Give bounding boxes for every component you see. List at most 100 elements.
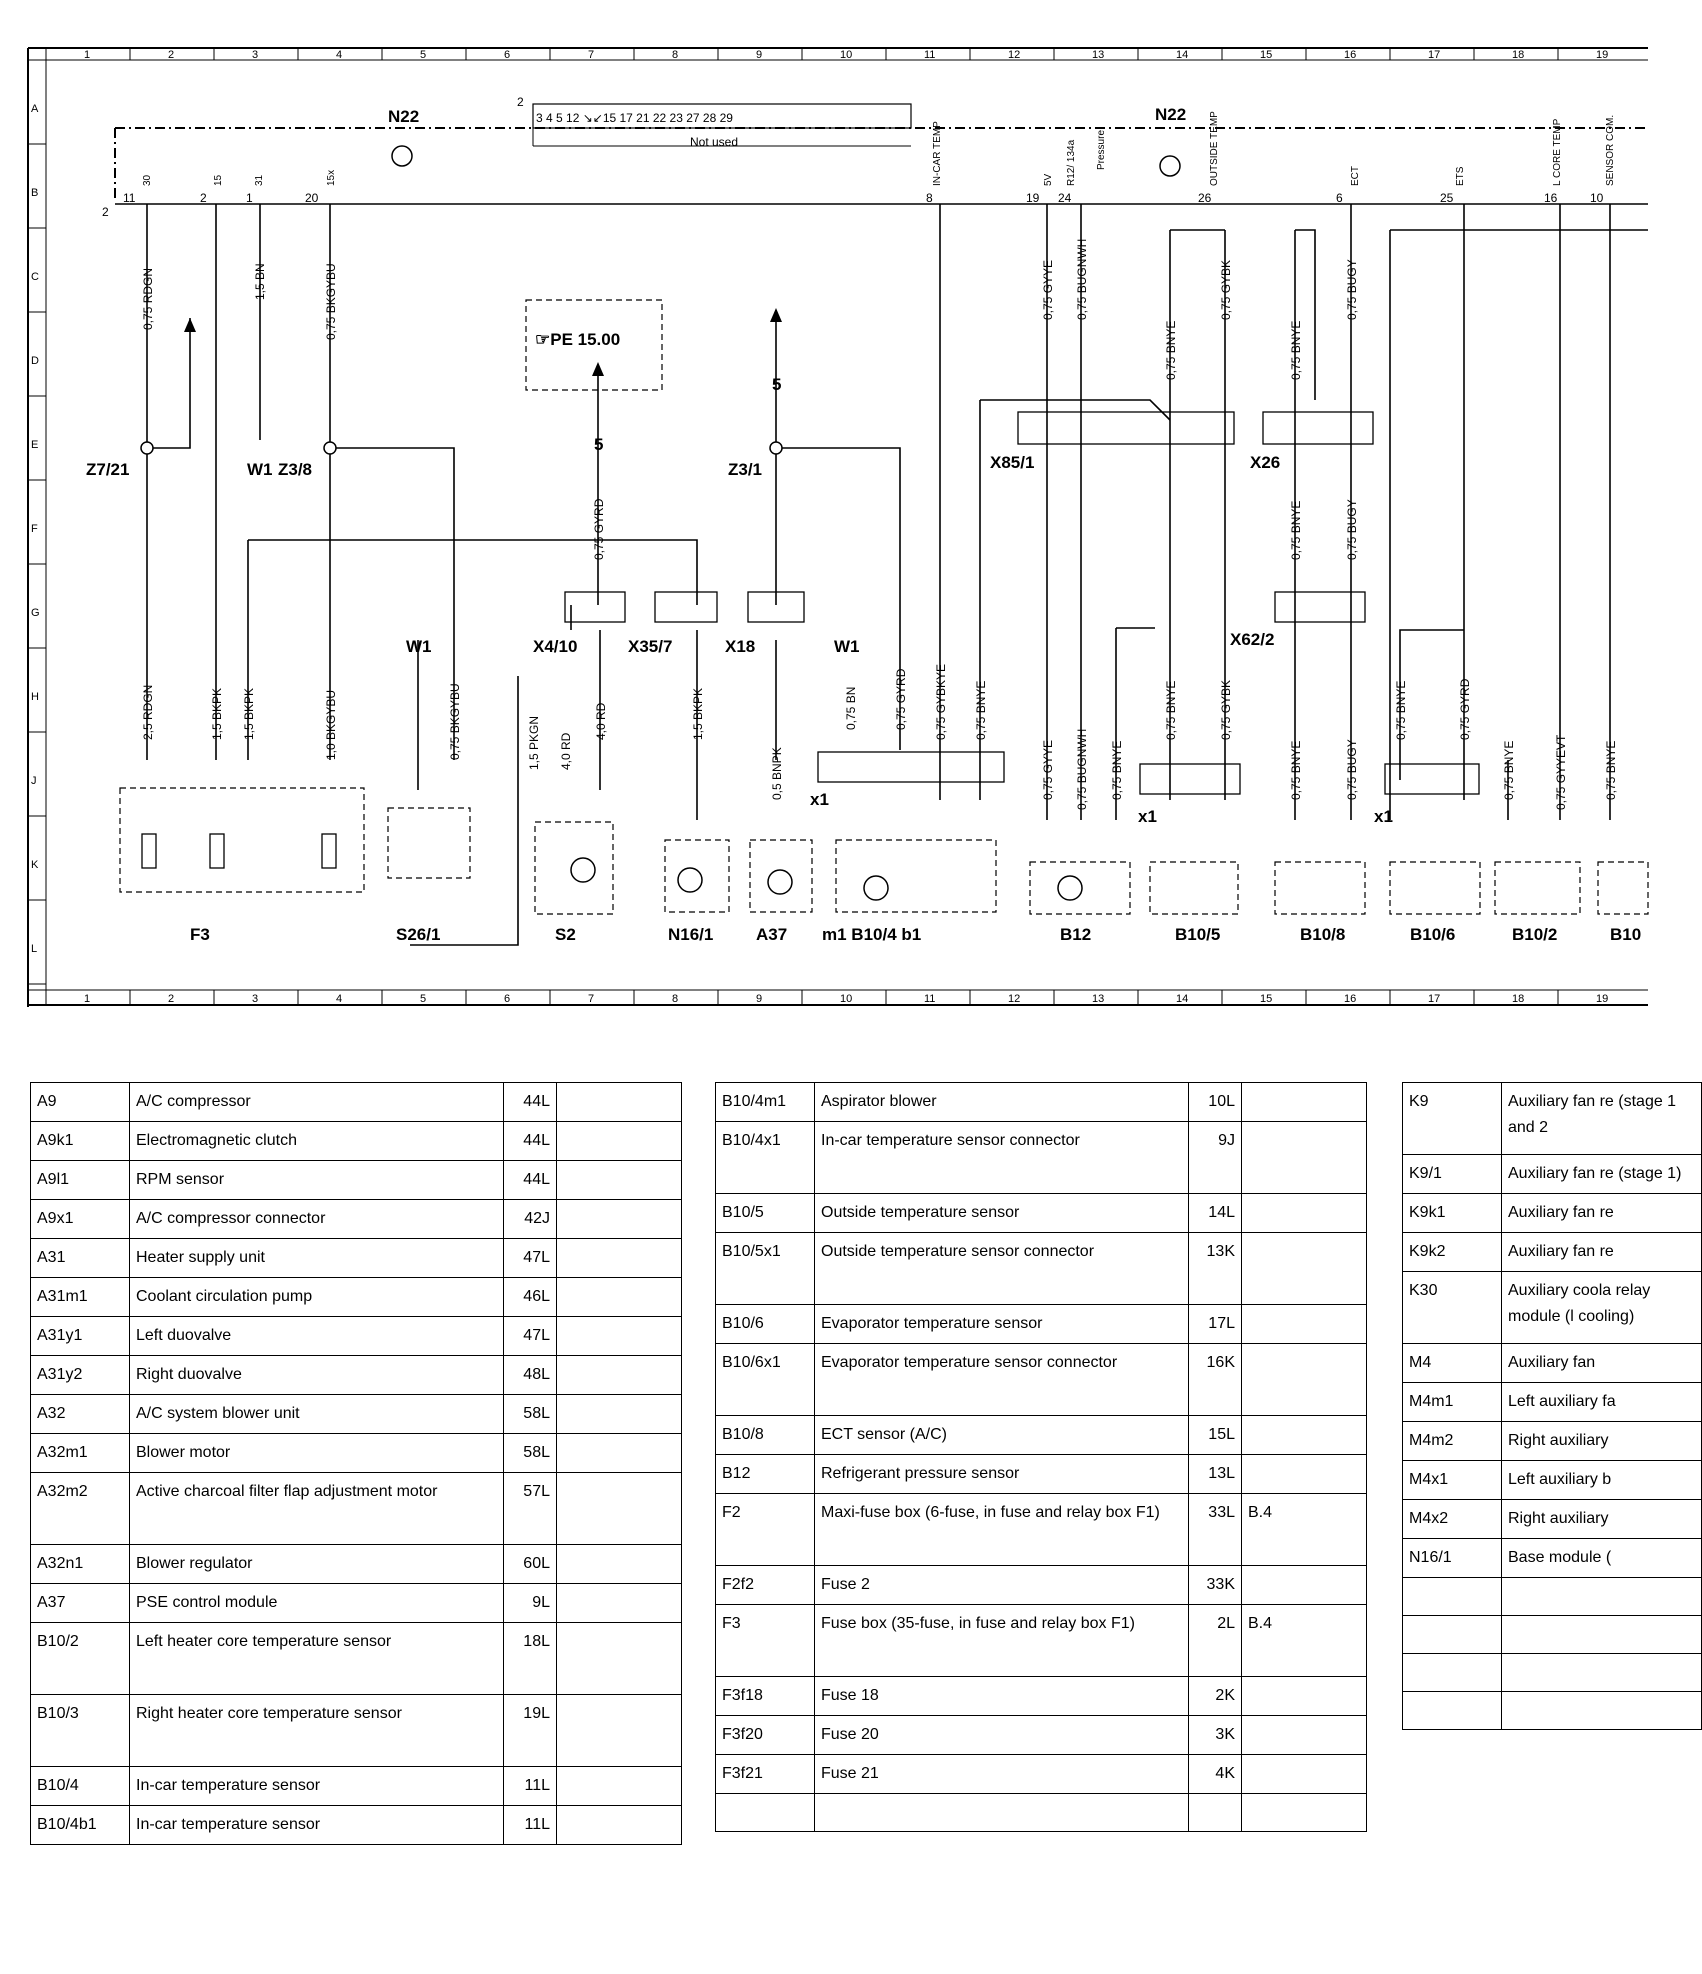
legend-code: B10/2: [30, 1622, 130, 1695]
legend-code: A31y1: [30, 1316, 130, 1356]
legend-ref: [556, 1394, 682, 1434]
wire-label-gybk-2: 0,75 GYBK: [1219, 680, 1233, 740]
legend-desc: In-car temperature sensor connector: [814, 1121, 1189, 1194]
pin-31-label: 31: [254, 174, 265, 186]
row-label: C: [31, 271, 39, 283]
legend-code: A32m1: [30, 1433, 130, 1473]
b10-5-label: B10/5: [1175, 925, 1220, 944]
wire-label-bnye-3: 0,75 BNYE: [1289, 501, 1303, 560]
legend-code: A32: [30, 1394, 130, 1434]
legend-loc: 47L: [503, 1316, 557, 1356]
wire-label-bkgybu: 0,75 BKGYBU: [324, 263, 338, 340]
legend-loc: 17L: [1188, 1304, 1242, 1344]
legend-code: N16/1: [1402, 1538, 1502, 1578]
legend-code: A9: [30, 1082, 130, 1122]
legend-desc: Blower motor: [129, 1433, 504, 1473]
legend-ref: [556, 1082, 682, 1122]
column-label: 14: [1176, 993, 1188, 1005]
legend-ref: [1241, 1193, 1367, 1233]
pin-r12-label: R12/ 134a: [1066, 139, 1077, 186]
legend-code: M4x2: [1402, 1499, 1502, 1539]
wire-label-gyrd-2: 0,75 GYRD: [894, 668, 908, 730]
s2-label: S2: [555, 925, 576, 944]
legend-ref: [556, 1805, 682, 1845]
wire-label-bugy-3: 0,75 BUGY: [1345, 739, 1359, 800]
legend-loc: 47L: [503, 1238, 557, 1278]
legend-loc: 2L: [1188, 1604, 1242, 1677]
legend-desc: Auxiliary coola relay module (l cooling): [1501, 1271, 1702, 1344]
row-label: A: [31, 103, 39, 115]
legend-code: M4m2: [1402, 1421, 1502, 1461]
column-label: 11: [924, 49, 935, 61]
legend-code: B12: [715, 1454, 815, 1494]
f3-label: F3: [190, 925, 210, 944]
wire-label-bnye-f: 0,75 BNYE: [1502, 741, 1516, 800]
wire-label-gybk: 0,75 GYBK: [1219, 260, 1233, 320]
wire-label-0-75-bkgybu: 0,75 BKGYBU: [448, 683, 462, 760]
legend-desc: Right auxiliary: [1501, 1421, 1702, 1461]
x35-7-label: X35/7: [628, 637, 672, 656]
legend-loc: 42J: [503, 1199, 557, 1239]
x1-label-a: x1: [810, 790, 829, 809]
legend-loc: 19L: [503, 1694, 557, 1767]
pin-15-label: 15: [213, 174, 224, 186]
legend-row: [1402, 1653, 1702, 1692]
legend-loc: 33L: [1188, 1493, 1242, 1566]
legend-loc: [1188, 1793, 1242, 1832]
legend-code: A31: [30, 1238, 130, 1278]
legend-code: [1402, 1691, 1502, 1730]
legend-code: A32n1: [30, 1544, 130, 1584]
legend-code: K9k2: [1402, 1232, 1502, 1272]
b10-2-label: B10/2: [1512, 925, 1557, 944]
legend-desc: Auxiliary fan re: [1501, 1232, 1702, 1272]
pin-30-label: 30: [142, 174, 153, 186]
pin-ect-label: ECT: [1350, 166, 1361, 186]
legend-desc: Aspirator blower: [814, 1082, 1189, 1122]
legend-desc: Fuse box (35-fuse, in fuse and relay box…: [814, 1604, 1189, 1677]
legend-code: [1402, 1653, 1502, 1692]
x1-label-c: x1: [1374, 807, 1393, 826]
legend-ref: [1241, 1754, 1367, 1794]
legend-ref: [556, 1622, 682, 1695]
x1-label-b: x1: [1138, 807, 1157, 826]
wire-label-gyrd-3: 0,75 GYRD: [1458, 678, 1472, 740]
legend-desc: Refrigerant pressure sensor: [814, 1454, 1189, 1494]
legend-loc: 11L: [503, 1805, 557, 1845]
column-label: 8: [672, 993, 678, 1005]
legend-loc: 57L: [503, 1472, 557, 1545]
a37-label: A37: [756, 925, 787, 944]
column-label: 9: [756, 993, 762, 1005]
w1-label-right: W1: [834, 637, 860, 656]
legend-code: [715, 1793, 815, 1832]
legend-code: A37: [30, 1583, 130, 1623]
legend-loc: 46L: [503, 1277, 557, 1317]
legend-ref: [556, 1766, 682, 1806]
legend-code: A9x1: [30, 1199, 130, 1239]
w1-label-left: W1: [247, 460, 273, 479]
not-used-label: Not used: [690, 135, 738, 149]
n22-right-symbol-icon: [1159, 155, 1181, 177]
column-label: 16: [1344, 993, 1356, 1005]
wire-label-bnye-g: 0,75 BNYE: [1604, 741, 1618, 800]
legend-ref: B.4: [1241, 1493, 1367, 1566]
legend-loc: 58L: [503, 1394, 557, 1434]
s26-1-label: S26/1: [396, 925, 440, 944]
legend-loc: 14L: [1188, 1193, 1242, 1233]
wire-label-rdgn: 0,75 RDGN: [141, 268, 155, 330]
pin-pressure-label: Pressure: [1096, 130, 1107, 170]
legend-ref: [1241, 1415, 1367, 1455]
legend-code: B10/4m1: [715, 1082, 815, 1122]
